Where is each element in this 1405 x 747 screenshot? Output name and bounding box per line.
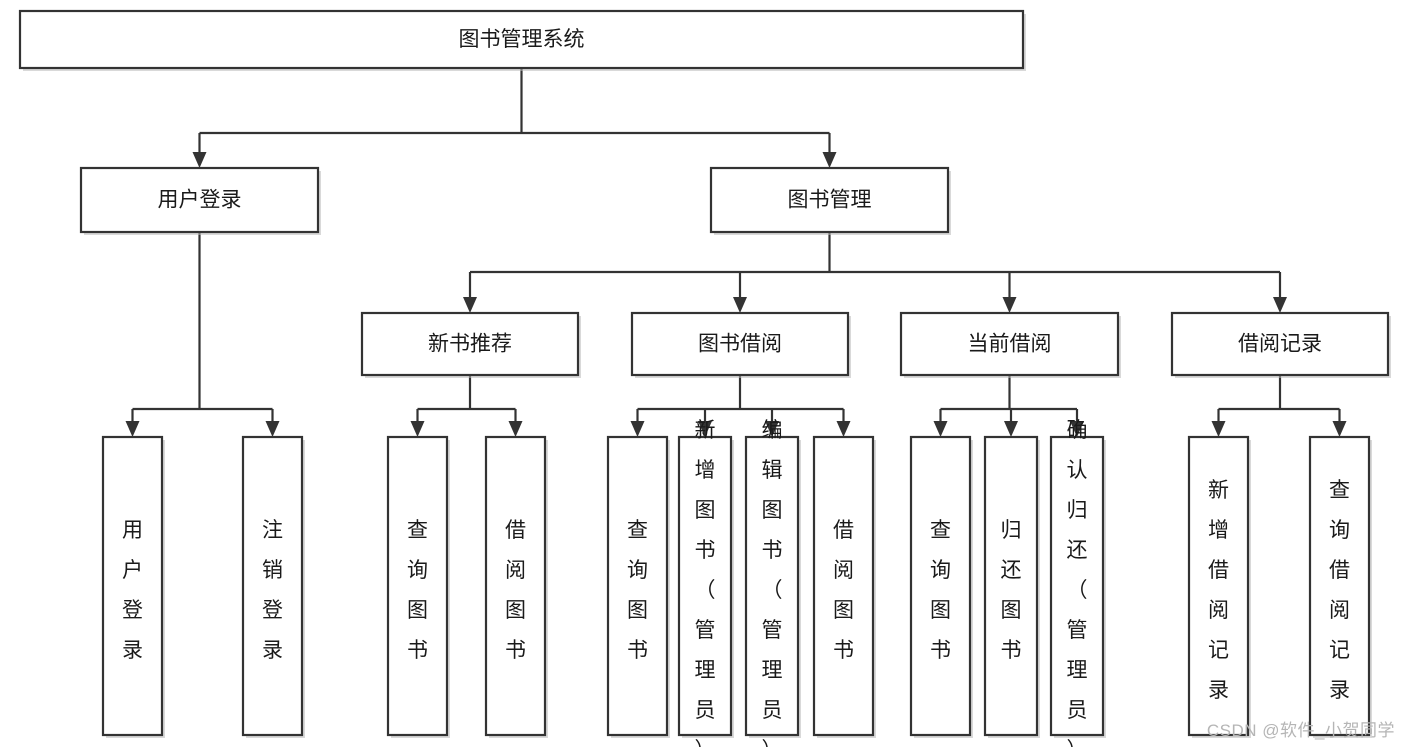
node-label: 借阅图书 (833, 519, 854, 662)
node-borrow-record[interactable]: 借阅记录 (1170, 311, 1391, 378)
node-leaf-query-book-1[interactable]: 查询图书 (386, 435, 450, 738)
arrow-head-icon (836, 421, 851, 437)
node-label: 查询图书 (930, 519, 951, 662)
node-leaf-add-record[interactable]: 新增借阅记录 (1187, 435, 1251, 738)
node-label: 用户登录 (122, 519, 143, 662)
node-leaf-query-record[interactable]: 查询借阅记录 (1308, 435, 1372, 738)
node-leaf-borrow-book-1[interactable]: 借阅图书 (484, 435, 548, 738)
edge-group (192, 68, 837, 168)
node-user-login[interactable]: 用户登录 (79, 166, 321, 235)
arrow-head-icon (698, 421, 712, 437)
node-label: 确认归还（管理员） (1067, 419, 1088, 747)
node-book-borrow[interactable]: 图书借阅 (630, 311, 851, 378)
edge-group (933, 375, 1084, 437)
node-label: 借阅记录 (1238, 333, 1322, 356)
arrow-head-icon (410, 421, 425, 437)
node-book-manage[interactable]: 图书管理 (709, 166, 951, 235)
node-label: 用户登录 (158, 189, 242, 212)
node-leaf-add-book[interactable]: 新增图书（管理员） (677, 419, 734, 747)
arrow-head-icon (265, 421, 280, 437)
node-leaf-borrow-book-2[interactable]: 借阅图书 (812, 435, 876, 738)
edge-group (410, 375, 523, 437)
node-leaf-user-login[interactable]: 用户登录 (101, 435, 165, 738)
node-label: 图书管理系统 (459, 28, 585, 51)
arrow-head-icon (933, 421, 948, 437)
arrow-head-icon (1332, 421, 1347, 437)
arrow-head-icon (630, 421, 645, 437)
node-new-book-rec[interactable]: 新书推荐 (360, 311, 581, 378)
node-label: 新增图书（管理员） (695, 419, 716, 747)
node-label: 新增借阅记录 (1208, 479, 1229, 702)
node-leaf-user-logout[interactable]: 注销登录 (241, 435, 305, 738)
arrow-head-icon (733, 297, 747, 313)
arrow-head-icon (1070, 421, 1084, 437)
arrow-head-icon (765, 421, 779, 437)
arrow-head-icon (1002, 297, 1017, 313)
node-leaf-return-book[interactable]: 归还图书 (983, 435, 1040, 738)
node-label: 图书管理 (788, 189, 872, 212)
edge-group (463, 232, 1287, 313)
connectors-layer (125, 68, 1347, 437)
node-leaf-confirm-return[interactable]: 确认归还（管理员） (1049, 419, 1106, 747)
arrow-head-icon (192, 152, 207, 168)
node-label: 编辑图书（管理员） (762, 419, 783, 747)
node-leaf-edit-book[interactable]: 编辑图书（管理员） (744, 419, 801, 747)
node-leaf-query-book-2[interactable]: 查询图书 (606, 435, 670, 738)
node-label: 查询图书 (627, 519, 648, 662)
arrow-head-icon (125, 421, 140, 437)
node-label: 新书推荐 (428, 333, 512, 356)
node-label: 当前借阅 (968, 333, 1052, 356)
arrow-head-icon (463, 297, 477, 313)
node-root-book-management-system[interactable]: 图书管理系统 (18, 9, 1026, 71)
arrow-head-icon (1004, 421, 1018, 437)
arrow-head-icon (1273, 297, 1287, 313)
arrow-head-icon (1211, 421, 1226, 437)
node-label: 查询借阅记录 (1329, 479, 1350, 702)
edge-group (1211, 375, 1347, 437)
node-current-borrow[interactable]: 当前借阅 (899, 311, 1121, 378)
boxes-layer: 图书管理系统用户登录图书管理新书推荐图书借阅当前借阅借阅记录用户登录注销登录查询… (18, 9, 1391, 747)
edge-group (125, 232, 280, 437)
node-label: 归还图书 (1001, 519, 1022, 662)
arrow-head-icon (508, 421, 523, 437)
edge-group (630, 375, 851, 437)
node-leaf-query-book-3[interactable]: 查询图书 (909, 435, 973, 738)
node-label: 图书借阅 (698, 333, 782, 356)
node-label: 借阅图书 (505, 519, 526, 662)
node-label: 注销登录 (262, 519, 283, 662)
node-label: 查询图书 (407, 519, 428, 662)
arrow-head-icon (822, 152, 837, 168)
